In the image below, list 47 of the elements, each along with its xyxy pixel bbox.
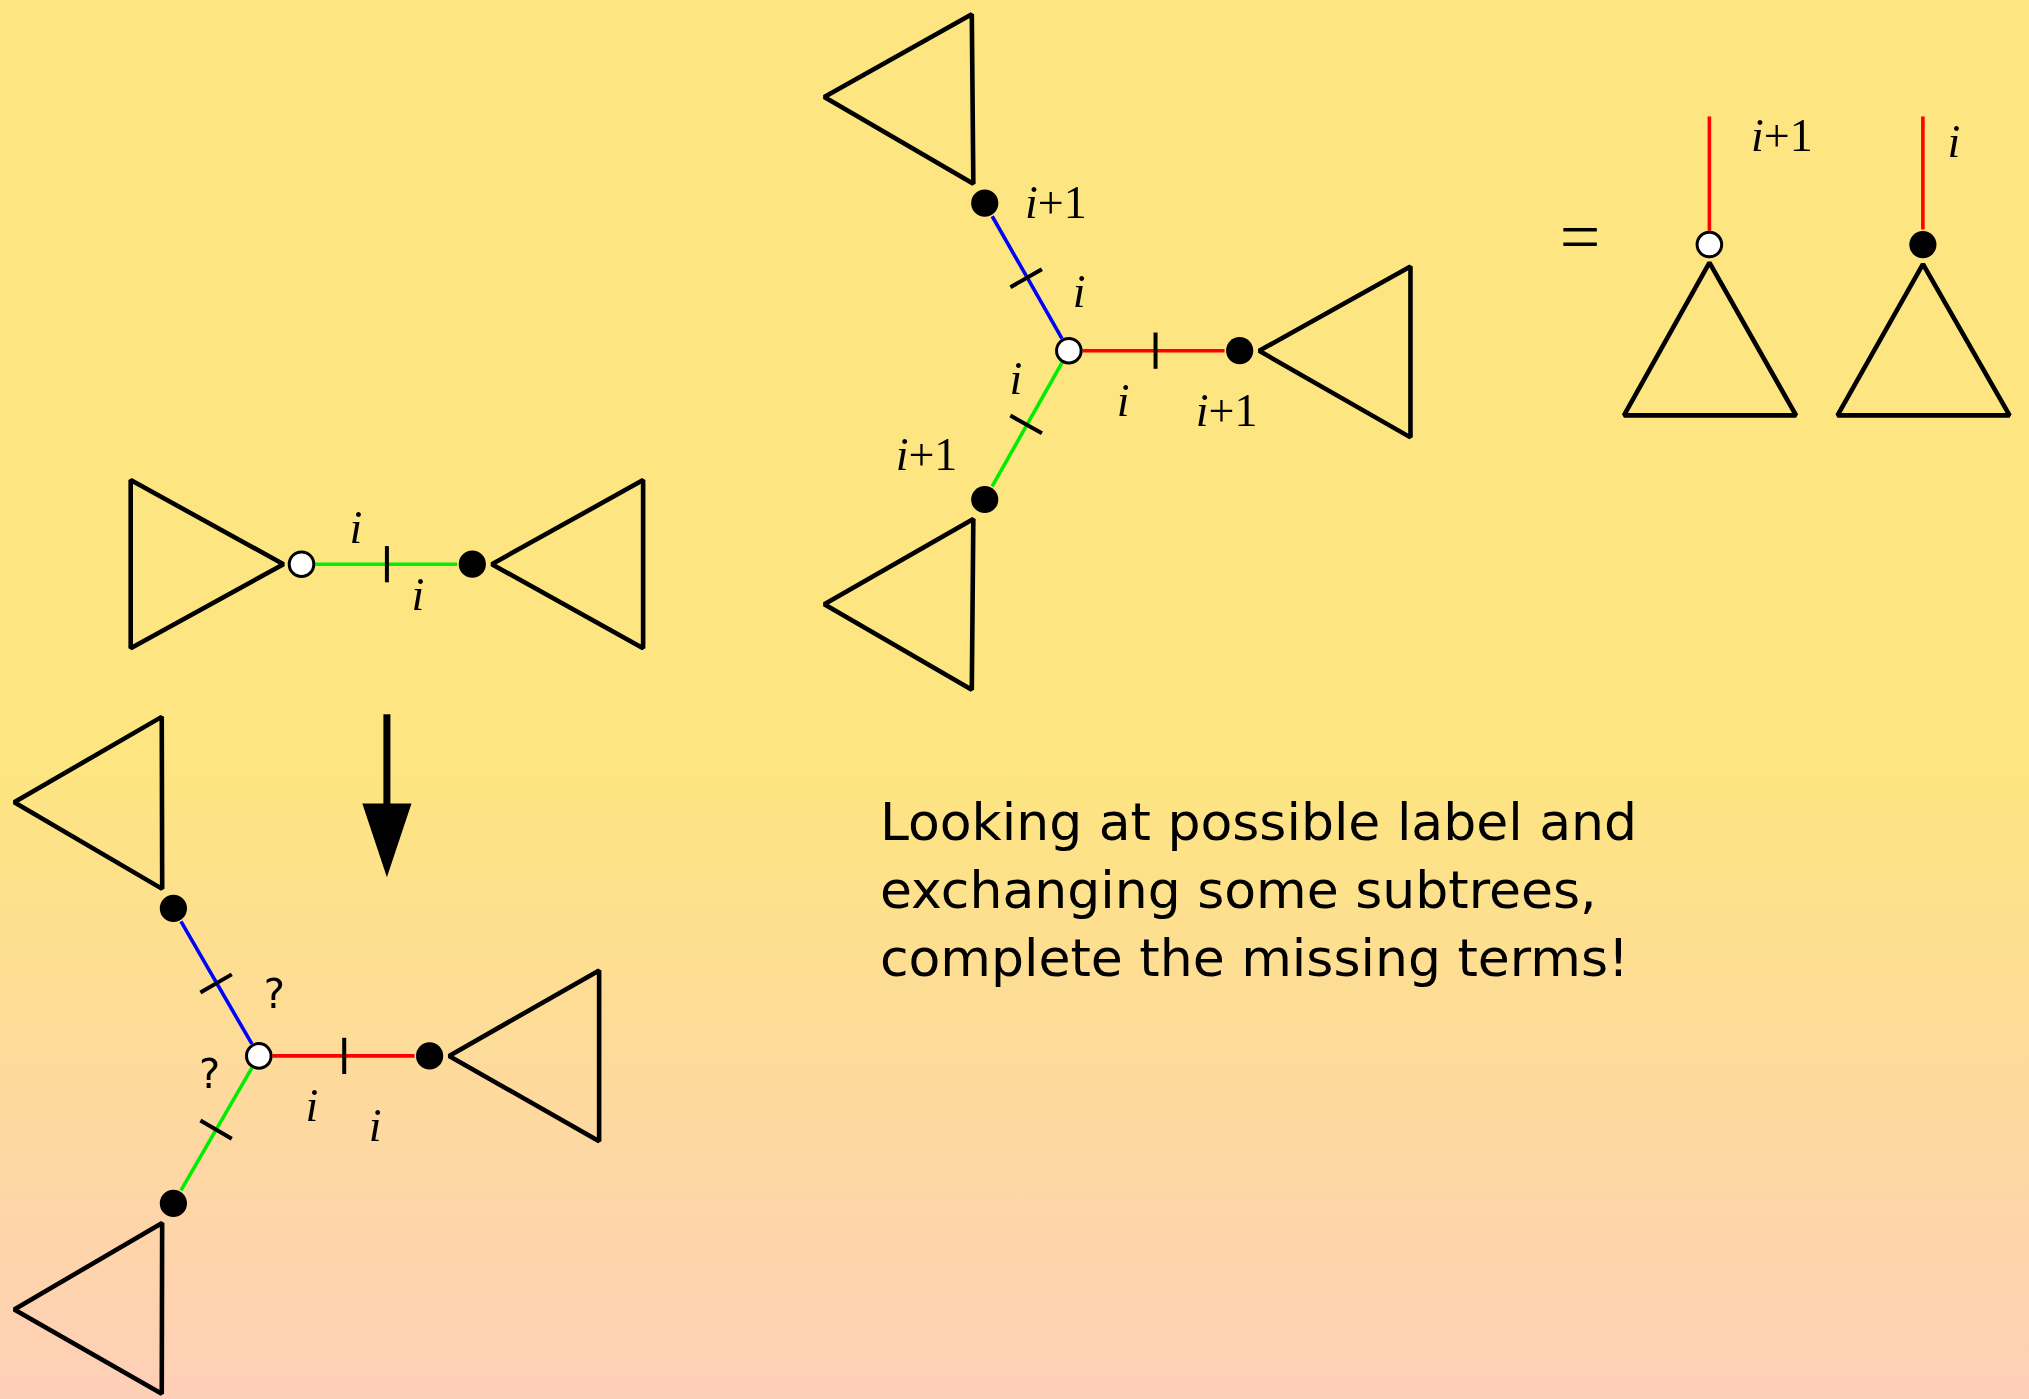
filled-vertex — [416, 1042, 444, 1070]
tree-edge — [1082, 348, 1225, 353]
edge-index-label: i — [349, 504, 363, 551]
tree-edge — [179, 920, 254, 1045]
edge-index-label: i — [1116, 378, 1130, 425]
open-vertex — [1055, 336, 1083, 365]
equals-sign: = — [1559, 200, 1601, 273]
filled-vertex — [1909, 231, 1937, 259]
edge-index-label: i+1 — [1195, 388, 1258, 435]
filled-vertex — [971, 189, 999, 217]
edge-index-label: i — [1072, 269, 1086, 316]
edge-index-label: i — [411, 572, 425, 619]
edge-index-label: i — [1947, 119, 1961, 166]
tree-edge — [990, 361, 1064, 488]
subtree-triangle — [128, 477, 286, 651]
filled-vertex — [159, 1189, 187, 1217]
open-vertex — [287, 550, 316, 578]
tree-edge — [1921, 116, 1925, 230]
tree-edge — [272, 1054, 415, 1058]
tree-edge — [990, 215, 1064, 340]
edge-index-label: i — [1009, 356, 1023, 403]
subtree-triangle — [822, 11, 976, 187]
tree-edge — [1707, 116, 1712, 231]
edge-index-label: i+1 — [1751, 112, 1813, 159]
tree-edge — [315, 562, 458, 566]
open-vertex — [245, 1042, 273, 1070]
filled-vertex — [1226, 337, 1254, 365]
filled-vertex — [971, 485, 999, 514]
subtree-triangle — [446, 968, 602, 1144]
edge-index-label: i — [368, 1102, 382, 1149]
unknown-label: ? — [263, 973, 285, 1014]
edge-index-label: i — [305, 1083, 319, 1130]
filled-vertex — [159, 894, 187, 922]
edge-index-label: i+1 — [1025, 180, 1087, 227]
tree-edge — [179, 1066, 254, 1192]
subtree-triangle — [11, 1220, 165, 1396]
subtree-triangle — [1835, 261, 2012, 418]
instruction-text: Looking at possible label and exchanging some subtrees, complete the missing terms! — [879, 791, 1638, 990]
subtree-triangle — [11, 714, 165, 892]
subtree-triangle — [1256, 264, 1413, 440]
subtree-triangle — [489, 477, 646, 651]
subtree-triangle — [1621, 260, 1799, 418]
open-vertex — [1695, 230, 1724, 259]
subtree-triangle — [822, 516, 976, 692]
unknown-label: ? — [199, 1054, 221, 1094]
edge-index-label: i+1 — [895, 432, 958, 479]
filled-vertex — [458, 550, 486, 578]
